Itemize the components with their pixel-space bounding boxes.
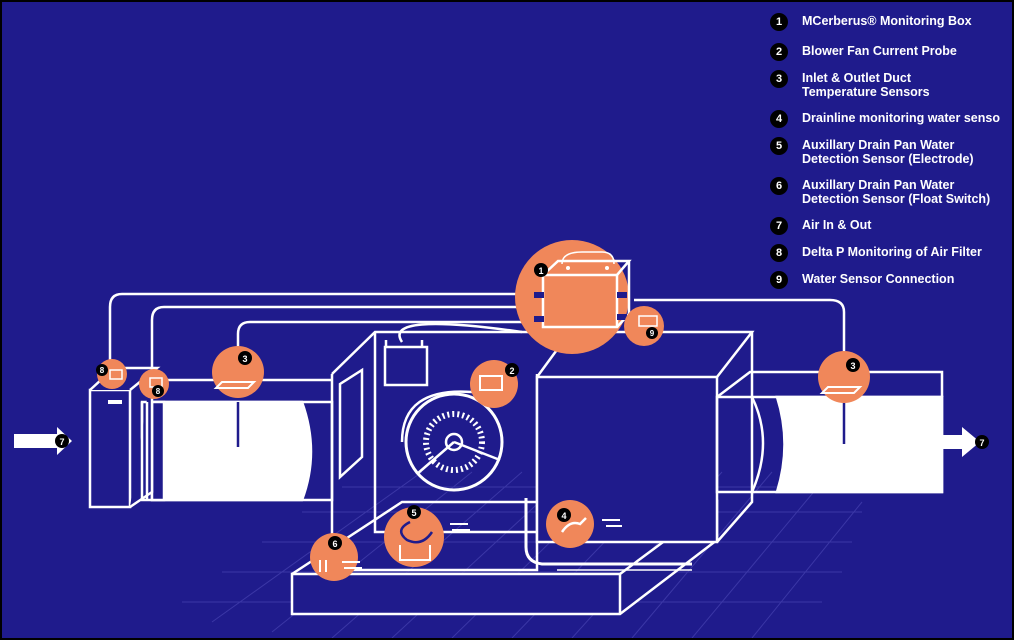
svg-text:7: 7	[59, 437, 64, 447]
legend-item-9: 9 Water Sensor Connection	[770, 272, 1014, 286]
marker-4: 4	[557, 508, 571, 522]
legend-label: Delta P Monitoring of Air Filter	[802, 245, 1014, 259]
legend-item-8: 8 Delta P Monitoring of Air Filter	[770, 245, 1014, 259]
legend: 1 MCerberus® Monitoring Box 2 Blower Fan…	[770, 12, 1014, 286]
marker-3-outlet: 3	[846, 358, 860, 372]
marker-5: 5	[407, 505, 421, 519]
legend-number: 8	[770, 244, 788, 262]
legend-label: Blower Fan Current Probe	[802, 44, 1014, 58]
marker-6: 6	[328, 536, 342, 550]
marker-8b: 8	[152, 385, 164, 397]
callout-inlet-temp	[212, 346, 264, 398]
legend-item-4: 4 Drainline monitoring water senso	[770, 111, 1014, 125]
callout-water-conn	[624, 306, 664, 346]
svg-text:5: 5	[411, 508, 416, 518]
legend-label: Water Sensor Connection	[802, 272, 1014, 286]
legend-number: 3	[770, 70, 788, 88]
svg-text:3: 3	[850, 361, 855, 371]
svg-text:3: 3	[242, 354, 247, 364]
svg-text:8: 8	[100, 366, 105, 375]
legend-item-2: 2 Blower Fan Current Probe	[770, 44, 1014, 58]
svg-text:9: 9	[650, 329, 655, 338]
callout-outlet-temp	[818, 351, 870, 403]
callout-box	[515, 240, 629, 354]
legend-number: 9	[770, 271, 788, 289]
marker-1: 1	[534, 263, 548, 277]
legend-number: 7	[770, 217, 788, 235]
legend-label: Drainline monitoring water senso	[802, 111, 1014, 125]
legend-label: Air In & Out	[802, 218, 1014, 232]
marker-9: 9	[646, 327, 658, 339]
callout-electrode	[384, 507, 470, 567]
marker-7-in: 7	[55, 434, 69, 448]
marker-2: 2	[505, 363, 519, 377]
legend-number: 2	[770, 43, 788, 61]
legend-number: 1	[770, 13, 788, 31]
legend-number: 4	[770, 110, 788, 128]
svg-text:1: 1	[538, 266, 543, 276]
legend-number: 6	[770, 177, 788, 195]
svg-text:7: 7	[979, 438, 984, 448]
svg-text:6: 6	[332, 539, 337, 549]
svg-text:8: 8	[156, 387, 161, 396]
marker-7-out: 7	[975, 435, 989, 449]
legend-label: MCerberus® Monitoring Box	[802, 14, 1014, 28]
svg-text:4: 4	[561, 511, 566, 521]
legend-number: 5	[770, 137, 788, 155]
legend-item-7: 7 Air In & Out	[770, 218, 1014, 232]
marker-8a: 8	[96, 364, 108, 376]
marker-3-inlet: 3	[238, 351, 252, 365]
svg-text:2: 2	[509, 366, 514, 376]
legend-item-1: 1 MCerberus® Monitoring Box	[770, 14, 1014, 28]
